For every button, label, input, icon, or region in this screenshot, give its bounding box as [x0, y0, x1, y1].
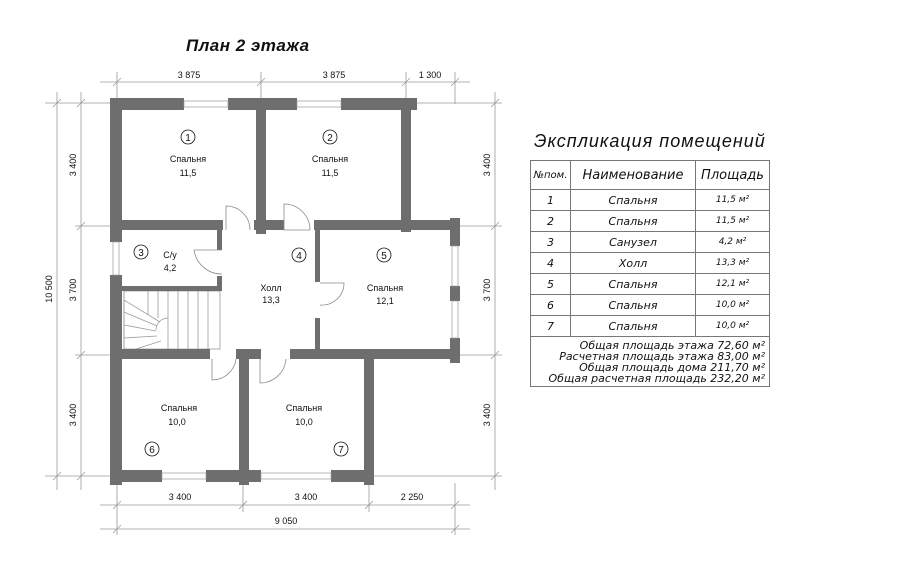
room-5-name: Спальня: [367, 283, 403, 293]
room-4-name: Холл: [260, 283, 281, 293]
table-row: 3 Санузел 4,2 м²: [530, 231, 770, 253]
plan-title: План 2 этажа: [186, 36, 310, 55]
stairs: [123, 290, 221, 350]
dim-left-2: 3 700: [68, 279, 78, 302]
row-area: 10,0 м²: [695, 315, 770, 337]
row-number: 7: [530, 315, 571, 337]
room-6-number: 6: [149, 445, 155, 456]
row-name: Санузел: [570, 231, 696, 253]
room-2-number: 2: [327, 133, 333, 144]
dim-left-1: 3 400: [68, 154, 78, 177]
table-row: 2 Спальня 11,5 м²: [530, 210, 770, 232]
header-area: Площадь: [695, 160, 770, 190]
dim-top-3: 1 300: [419, 70, 442, 80]
header-name: Наименование: [570, 160, 696, 190]
room-7-number: 7: [338, 445, 344, 456]
room-2-name: Спальня: [312, 154, 348, 164]
room-4-number: 4: [296, 251, 302, 262]
row-number: 3: [530, 231, 571, 253]
dim-bottom-3: 2 250: [401, 492, 424, 502]
room-6-name: Спальня: [161, 403, 197, 413]
doors: [193, 203, 345, 384]
row-number: 4: [530, 252, 571, 274]
dim-bottom-1: 3 400: [169, 492, 192, 502]
room-1-area: 11,5: [180, 168, 197, 178]
dim-left-total: 10 500: [44, 275, 54, 303]
row-name: Спальня: [570, 315, 696, 337]
table-row: 7 Спальня 10,0 м²: [530, 315, 770, 337]
walls: [110, 98, 460, 485]
dim-bottom-2: 3 400: [295, 492, 318, 502]
table-row: 4 Холл 13,3 м²: [530, 252, 770, 274]
dimension-lines: [45, 72, 502, 535]
room-7-name: Спальня: [286, 403, 322, 413]
row-number: 1: [530, 189, 571, 211]
summary-cell: Общая площадь этажа 72,60 м² Расчетная п…: [530, 336, 770, 387]
room-1-number: 1: [185, 133, 191, 144]
header-number: №пом.: [530, 160, 571, 190]
row-area: 4,2 м²: [695, 231, 770, 253]
row-area: 12,1 м²: [695, 273, 770, 295]
dim-right-3: 3 400: [482, 404, 492, 427]
row-area: 10,0 м²: [695, 294, 770, 316]
room-1-name: Спальня: [170, 154, 206, 164]
room-3-number: 3: [138, 248, 144, 259]
row-area: 11,5 м²: [695, 189, 770, 211]
table-header-row: №пом. Наименование Площадь: [530, 160, 770, 190]
row-name: Холл: [570, 252, 696, 274]
dim-left-3: 3 400: [68, 404, 78, 427]
room-2-area: 11,5: [322, 168, 339, 178]
room-7-area: 10,0: [295, 417, 313, 427]
row-name: Спальня: [570, 189, 696, 211]
dim-top-1: 3 875: [178, 70, 201, 80]
summary-house-area: Общая площадь дома 211,70 м²: [579, 361, 765, 374]
row-number: 5: [530, 273, 571, 295]
row-number: 2: [530, 210, 571, 232]
table-row: 1 Спальня 11,5 м²: [530, 189, 770, 211]
room-6-area: 10,0: [168, 417, 186, 427]
row-name: Спальня: [570, 294, 696, 316]
dim-total-width: 9 050: [275, 516, 298, 526]
explication-title: Экспликация помещений: [534, 131, 766, 151]
room-3-area: 4,2: [164, 263, 177, 273]
row-area: 11,5 м²: [695, 210, 770, 232]
room-4-area: 13,3: [262, 295, 280, 305]
row-area: 13,3 м²: [695, 252, 770, 274]
dim-right-1: 3 400: [482, 154, 492, 177]
room-markers: [133, 129, 392, 457]
summary-total-calc-area: Общая расчетная площадь 232,20 м²: [548, 372, 765, 385]
dim-top-2: 3 875: [323, 70, 346, 80]
explication-table: №пом. Наименование Площадь 1 Спальня 11,…: [530, 160, 770, 387]
summary-row: Общая площадь этажа 72,60 м² Расчетная п…: [530, 336, 770, 387]
table-row: 5 Спальня 12,1 м²: [530, 273, 770, 295]
room-5-number: 5: [381, 251, 387, 262]
summary-floor-calc-area: Расчетная площадь этажа 83,00 м²: [559, 350, 765, 363]
table-row: 6 Спальня 10,0 м²: [530, 294, 770, 316]
room-5-area: 12,1: [376, 296, 394, 306]
room-3-name: С/у: [163, 250, 177, 260]
row-number: 6: [530, 294, 571, 316]
row-name: Спальня: [570, 210, 696, 232]
summary-floor-area: Общая площадь этажа 72,60 м²: [579, 339, 765, 352]
dim-right-2: 3 700: [482, 279, 492, 302]
row-name: Спальня: [570, 273, 696, 295]
